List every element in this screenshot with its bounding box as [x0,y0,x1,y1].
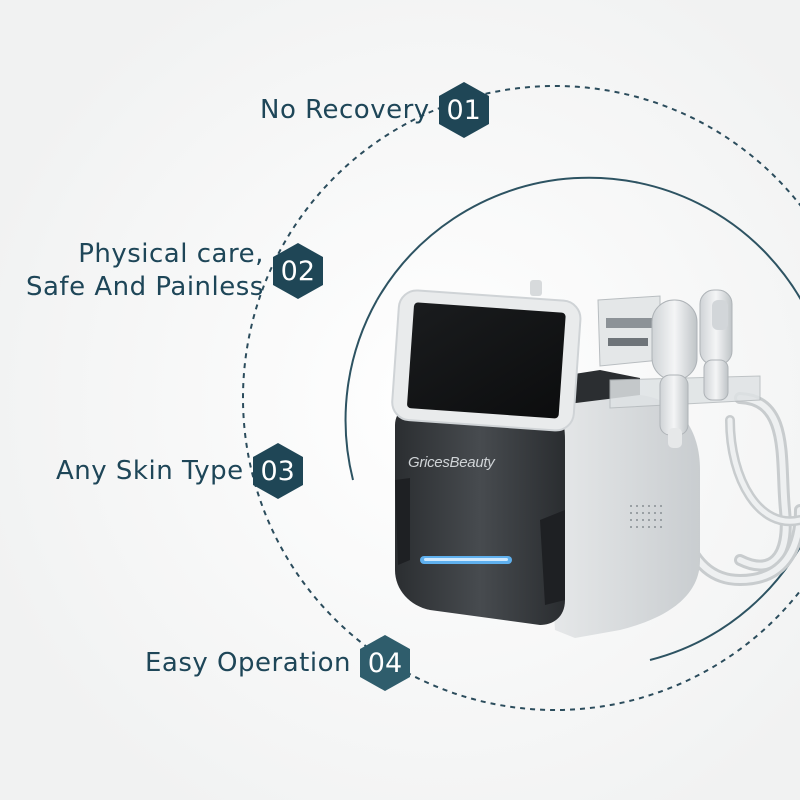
device-brand-text: GricesBeauty [408,454,495,471]
hexagon-badge-icon: 02 [270,241,326,301]
feature-02: Physical care, Safe And Painless 02 [26,238,326,304]
feature-01: No Recovery 01 [260,80,492,140]
hexagon-badge-icon: 01 [436,80,492,140]
feature-label: Easy Operation [145,647,351,678]
hexagon-badge-icon: 04 [357,633,413,693]
feature-number: 03 [260,455,295,487]
device-screen [391,289,582,432]
feature-label-line1: Physical care, [78,239,264,269]
feature-03: Any Skin Type 03 [56,441,306,501]
feature-04: Easy Operation 04 [145,633,413,693]
solid-arc [376,176,800,661]
feature-label: Physical care, Safe And Painless [26,238,264,304]
device-handpiece [651,299,698,448]
device-hoses [666,392,800,587]
feature-number: 01 [446,94,481,126]
feature-label: No Recovery [260,94,430,125]
feature-label-line2: Safe And Painless [26,272,264,302]
hexagon-badge-icon: 03 [250,441,306,501]
device-body [395,400,565,625]
feature-number: 02 [280,255,316,287]
feature-label: Any Skin Type [56,455,244,486]
feature-number: 04 [367,647,403,679]
device-side-panel [540,395,700,638]
